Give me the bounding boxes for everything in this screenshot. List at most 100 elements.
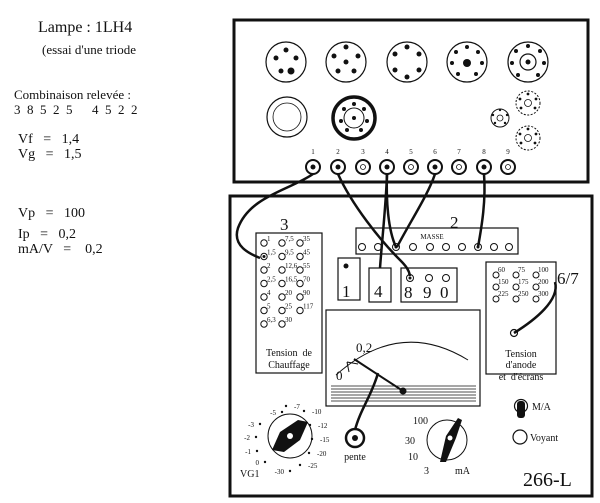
anode-jack[interactable] bbox=[512, 271, 520, 279]
heater-jack[interactable] bbox=[278, 306, 286, 315]
heater-jack[interactable] bbox=[260, 279, 268, 288]
selector-digit-4: 4 bbox=[374, 282, 383, 301]
selector-1[interactable]: 1 bbox=[337, 257, 361, 301]
pin-terminal-6[interactable] bbox=[427, 159, 443, 175]
heater-jack-label: 7,5 bbox=[285, 235, 294, 243]
pin-terminal-8[interactable] bbox=[476, 159, 492, 175]
patch-cord-pin6-masse[interactable] bbox=[395, 173, 437, 248]
heater-jack-label: 90 bbox=[303, 289, 311, 297]
heater-jack[interactable] bbox=[278, 266, 286, 274]
anode-jack[interactable] bbox=[532, 271, 540, 279]
combination-title: Combinaison relevée : bbox=[14, 87, 131, 102]
masse-jack[interactable] bbox=[458, 243, 466, 251]
tube-socket-1[interactable] bbox=[265, 41, 307, 83]
tube-socket-7[interactable] bbox=[331, 95, 377, 141]
vg1-scale-label: -7 bbox=[294, 403, 300, 411]
patch-cord-pin4-selector[interactable] bbox=[378, 173, 389, 269]
heater-jack[interactable] bbox=[296, 279, 304, 288]
masse-jack[interactable] bbox=[442, 243, 450, 251]
masse-jack[interactable] bbox=[505, 243, 513, 251]
selector-4[interactable]: 4 bbox=[368, 267, 392, 303]
tube-socket-3[interactable] bbox=[386, 41, 428, 83]
power-switch[interactable] bbox=[513, 398, 529, 419]
tube-socket-9[interactable] bbox=[515, 90, 541, 116]
heater-jack-label: 12,6 bbox=[285, 262, 298, 270]
masse-jack[interactable] bbox=[358, 243, 366, 251]
pin-terminal-1[interactable] bbox=[305, 159, 321, 175]
pin-terminal-5[interactable] bbox=[403, 159, 419, 175]
heater-jack[interactable] bbox=[260, 239, 268, 247]
patch-cord-pin2-selector[interactable] bbox=[336, 173, 412, 277]
masse-jack[interactable] bbox=[426, 243, 434, 251]
tube-socket-10[interactable] bbox=[515, 125, 541, 151]
heater-jack[interactable] bbox=[296, 266, 304, 274]
tube-socket-4[interactable] bbox=[446, 41, 488, 83]
selector-digit-8: 8 bbox=[404, 283, 413, 302]
ma-range-knob[interactable] bbox=[426, 418, 468, 462]
patch-cords bbox=[235, 172, 557, 431]
vg1-scale-label: -3 bbox=[248, 421, 254, 429]
heater-jack[interactable] bbox=[278, 293, 286, 301]
anode-jack[interactable] bbox=[532, 295, 540, 303]
pin-terminal-4[interactable] bbox=[379, 159, 395, 175]
tube-socket-8[interactable] bbox=[490, 108, 510, 128]
anode-jack-label: 250 bbox=[518, 290, 529, 298]
heater-jack[interactable] bbox=[296, 252, 304, 261]
anode-jack[interactable] bbox=[492, 271, 500, 279]
indicator-lamp-label: Voyant bbox=[530, 433, 558, 444]
vg1-scale-label: -5 bbox=[270, 409, 276, 417]
vg1-scale-label: 0 bbox=[256, 459, 260, 467]
pin-terminal-3[interactable] bbox=[355, 159, 371, 175]
terminal-number: 4 bbox=[385, 148, 389, 156]
lamp-title: Lampe : 1LH4 bbox=[38, 19, 132, 36]
heater-jack[interactable] bbox=[278, 279, 286, 288]
heater-jack[interactable] bbox=[260, 306, 268, 315]
heater-jack[interactable] bbox=[296, 293, 304, 301]
anode-jack[interactable] bbox=[492, 283, 500, 291]
meter-pivot bbox=[399, 387, 407, 395]
heater-jack[interactable] bbox=[278, 252, 286, 261]
vg1-scale-dot bbox=[288, 469, 292, 473]
tube-socket-6[interactable] bbox=[266, 96, 308, 138]
anode-jack-label: 300 bbox=[538, 290, 549, 298]
indicator-lamp bbox=[512, 429, 528, 445]
tube-socket-5[interactable] bbox=[507, 41, 549, 83]
masse-jack[interactable] bbox=[409, 243, 417, 251]
pin-terminal-row: 1 2 3 4 5 6 7 8 9 bbox=[305, 148, 516, 175]
ma-scale-30: 30 bbox=[405, 436, 415, 447]
pin-terminal-2[interactable] bbox=[330, 159, 346, 175]
anode-jack-label: 75 bbox=[518, 266, 526, 274]
heater-jack[interactable] bbox=[278, 320, 286, 328]
vf-value: Vf = 1,4 bbox=[18, 132, 79, 147]
vg1-scale-dot bbox=[254, 435, 258, 439]
heater-jack-label: 2,5 bbox=[267, 276, 276, 284]
heater-jack[interactable] bbox=[260, 293, 268, 301]
vg1-knob[interactable] bbox=[267, 413, 313, 459]
vg1-scale-label: -12 bbox=[318, 422, 328, 430]
heater-jack[interactable] bbox=[296, 306, 304, 315]
patch-cord-pin1-heater[interactable] bbox=[235, 172, 314, 260]
patch-cord-pin8-masse[interactable] bbox=[476, 173, 486, 248]
vg1-scale-label: -30 bbox=[275, 468, 285, 476]
heater-jack-label: 1,5 bbox=[267, 249, 276, 257]
patch-cord-pente[interactable] bbox=[353, 372, 380, 431]
section-2-label: 2 bbox=[450, 213, 459, 232]
patch-cord-anode[interactable] bbox=[513, 281, 557, 335]
anode-jack[interactable] bbox=[512, 283, 520, 291]
heater-jack[interactable] bbox=[296, 239, 304, 247]
anode-jack[interactable] bbox=[512, 295, 520, 303]
pin-terminal-7[interactable] bbox=[451, 159, 467, 175]
anode-jack[interactable] bbox=[532, 283, 540, 291]
heater-jack[interactable] bbox=[260, 320, 268, 328]
pente-button[interactable] bbox=[344, 427, 366, 449]
tube-socket-2[interactable] bbox=[325, 41, 367, 83]
heater-jack[interactable] bbox=[260, 266, 268, 274]
anode-jack[interactable] bbox=[492, 295, 500, 303]
heater-jack[interactable] bbox=[278, 239, 286, 247]
pin-terminal-9[interactable] bbox=[500, 159, 516, 175]
heater-jack-label: 5 bbox=[267, 303, 271, 311]
heater-jack[interactable] bbox=[260, 252, 268, 261]
masse-jack[interactable] bbox=[490, 243, 498, 251]
